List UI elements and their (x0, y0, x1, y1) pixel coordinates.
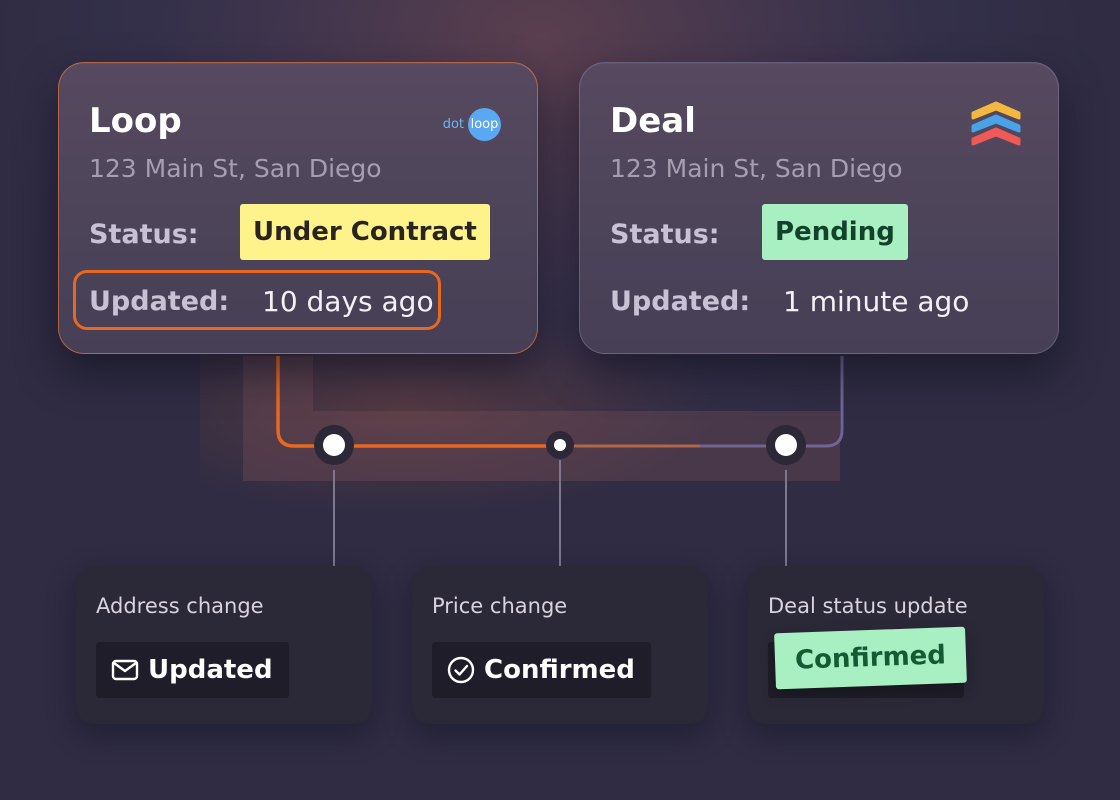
node-status (775, 434, 797, 456)
deal-status-badge: Pending (762, 204, 908, 260)
loop-status-label: Status: (89, 219, 199, 250)
deal-updated-value: 1 minute ago (783, 285, 970, 318)
deal-card: Deal 123 Main St, San Diego Status: Pend… (579, 62, 1059, 354)
dotloop-logo-circle: loop (468, 107, 501, 141)
deal-card-title: Deal (610, 101, 696, 141)
node-price (554, 439, 566, 451)
event-title: Deal status update (768, 594, 968, 618)
loop-status-badge: Under Contract (240, 204, 490, 260)
event-card-deal-status-update: Deal status update Confirmed (748, 566, 1044, 724)
loop-card-title: Loop (89, 101, 182, 141)
loop-card-address: 123 Main St, San Diego (89, 154, 382, 183)
loop-updated-value: 10 days ago (262, 285, 434, 318)
event-badge-confirmed: Confirmed (432, 642, 651, 698)
stacked-chevrons-logo (971, 101, 1021, 146)
event-badge-updated: Updated (96, 642, 289, 698)
deal-status-label: Status: (610, 219, 720, 250)
event-title: Price change (432, 594, 568, 618)
envelope-icon (111, 659, 139, 681)
loop-connector (276, 356, 560, 448)
node-address (323, 434, 345, 456)
deal-updated-label: Updated: (610, 286, 751, 317)
event-badge-label: Confirmed (484, 655, 635, 685)
event-card-price-change: Price change Confirmed (412, 566, 708, 724)
check-circle-icon (447, 656, 475, 684)
confirmed-tag: Confirmed (774, 626, 967, 690)
dotloop-logo: dot loop (443, 107, 501, 141)
event-card-address-change: Address change Updated (76, 566, 372, 724)
deal-card-address: 123 Main St, San Diego (610, 154, 903, 183)
deal-connector (560, 356, 844, 448)
event-title: Address change (96, 594, 264, 618)
event-badge-label: Updated (148, 655, 273, 685)
dotloop-logo-prefix: dot (442, 116, 464, 132)
loop-updated-label: Updated: (89, 286, 230, 317)
updated-highlight-outline (73, 270, 441, 330)
loop-card: Loop dot loop 123 Main St, San Diego Sta… (58, 62, 538, 354)
